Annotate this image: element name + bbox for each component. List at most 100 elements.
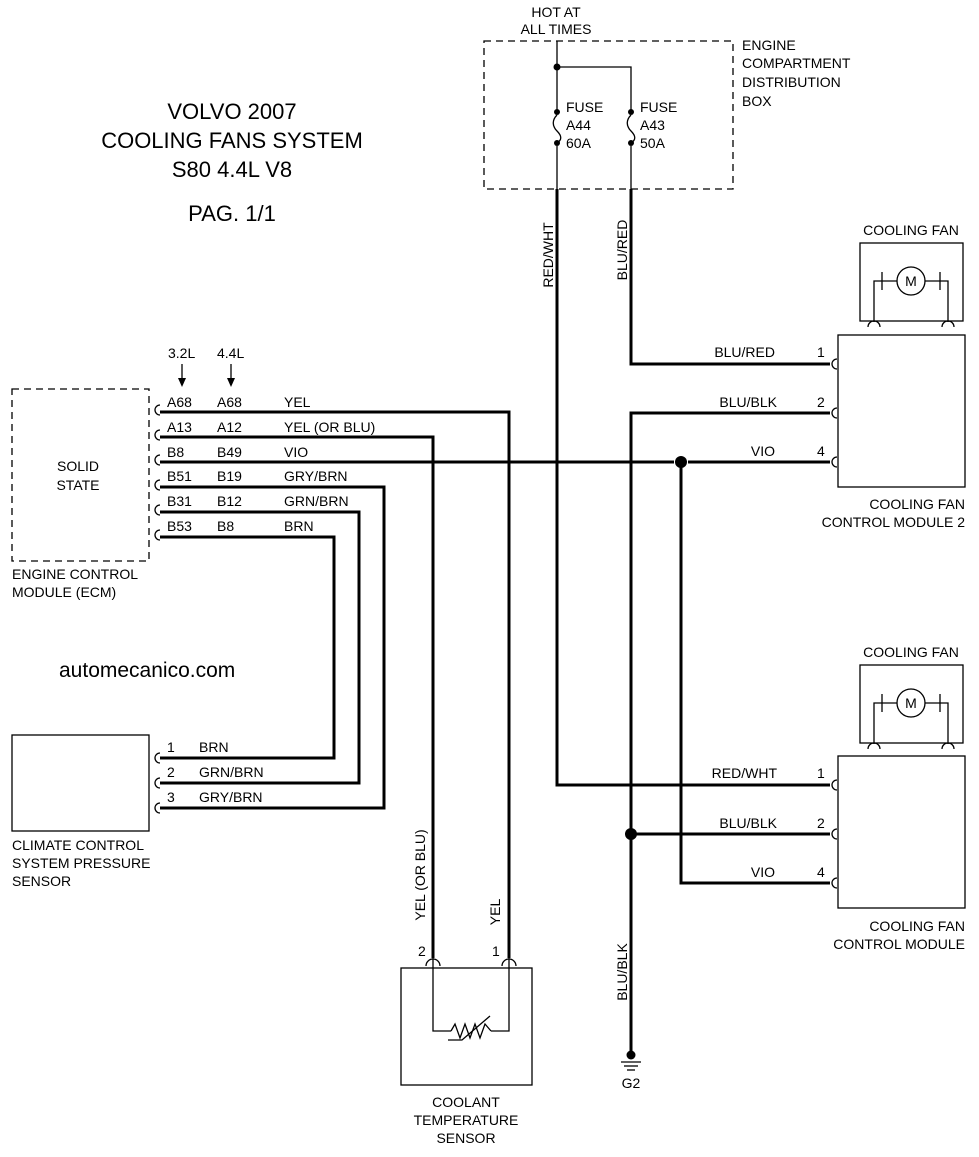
fuse-a43-symbol [626, 109, 636, 146]
pressure-sensor-pin: 2 [167, 764, 175, 780]
ground-point [626, 1050, 636, 1060]
ecm-inner-line-2: STATE [56, 477, 99, 493]
ecm-connector-hooks [154, 404, 161, 541]
ecm-pin-3-2l: B8 [167, 444, 184, 460]
fan-module-1-connector-hooks [831, 779, 838, 889]
pressure-sensor-name-line-3: SENSOR [12, 873, 71, 889]
title-line-2: COOLING FANS SYSTEM [101, 128, 363, 153]
fan-module-2-pin: 4 [817, 443, 825, 459]
arrow-3-2l [178, 364, 186, 387]
fan-module-2-wire-color: BLU/RED [714, 344, 775, 360]
ecm-wire-color: GRN/BRN [284, 493, 349, 509]
arrow-4-4l [227, 364, 235, 387]
fan-module-2-connector-hooks [831, 358, 838, 468]
distribution-box-outline [483, 40, 734, 190]
coolant-sensor-name-line-2: TEMPERATURE [414, 1112, 519, 1128]
cooling-fan-1-label: COOLING FAN [863, 644, 959, 660]
fuse-a44-label: FUSE [566, 99, 603, 115]
fan-module-1-name-line-1: COOLING FAN [869, 918, 965, 934]
fan-module-2-name-line-1: COOLING FAN [869, 496, 965, 512]
wire-grn-brn [160, 510, 361, 785]
pressure-sensor: 1 BRN 2 GRN/BRN 3 GRY/BRN CLIMATE CONTRO… [11, 734, 264, 889]
blu-blk-vertical-label: BLU/BLK [614, 943, 630, 1001]
fan-module-2-name-line-2: CONTROL MODULE 2 [822, 514, 966, 530]
fan-module-2-wire-color: VIO [751, 443, 775, 459]
pressure-sensor-name-line-2: SYSTEM PRESSURE [12, 855, 150, 871]
fuse-a44-symbol [552, 109, 562, 146]
pressure-sensor-pin: 3 [167, 789, 175, 805]
coolant-sensor-name-line-1: COOLANT [432, 1094, 500, 1110]
ecm-inner-line-1: SOLID [57, 458, 99, 474]
yel-vertical-label: YEL [487, 899, 503, 926]
title-block: VOLVO 2007 COOLING FANS SYSTEM S80 4.4L … [101, 99, 363, 226]
fan-module-1-wire-color: VIO [751, 864, 775, 880]
fuse-a44-id: A44 [566, 117, 591, 133]
fan-module-1-wire-color: RED/WHT [712, 765, 778, 781]
ground-label: G2 [622, 1075, 641, 1091]
watermark: automecanico.com [59, 659, 235, 682]
fuse-a43-id: A43 [640, 117, 665, 133]
hot-at-all-times-line-2: ALL TIMES [521, 21, 592, 37]
ecm: SOLID STATE ENGINE CONTROL MODULE (ECM) … [11, 345, 375, 600]
ecm-pin-4-4l: A68 [217, 394, 242, 410]
ecm-header-4-4l: 4.4L [217, 345, 244, 361]
box-label-line-1: ENGINE [742, 37, 796, 53]
fan-module-2-wire-color: BLU/BLK [719, 394, 777, 410]
ecm-pin-4-4l: B49 [217, 444, 242, 460]
ecm-pin-3-2l: B31 [167, 493, 192, 509]
cooling-fan-2-motor-letter: M [905, 273, 917, 289]
wire-vio [160, 456, 830, 885]
coolant-sensor: 2 1 COOLANT TEMPERATURE SENSOR [400, 943, 533, 1146]
ecm-wire-color: YEL (OR BLU) [284, 419, 375, 435]
pressure-sensor-connector-hooks [154, 752, 161, 814]
cooling-fan-1-motor-letter: M [905, 695, 917, 711]
vio-splice [675, 456, 687, 468]
ecm-pin-3-2l: A68 [167, 394, 192, 410]
pressure-sensor-name-line-1: CLIMATE CONTROL [12, 837, 144, 853]
bus-to-fuse-a43 [557, 66, 632, 112]
ecm-wire-color: VIO [284, 444, 308, 460]
fan-module-1-pin: 1 [817, 765, 825, 781]
box-label-line-3: DISTRIBUTION [742, 74, 841, 90]
ecm-pin-4-4l: A12 [217, 419, 242, 435]
pressure-sensor-wire-color: GRN/BRN [199, 764, 264, 780]
coolant-sensor-outline [400, 967, 533, 1086]
ecm-pin-3-2l: B51 [167, 468, 192, 484]
fuse-a43-label: FUSE [640, 99, 677, 115]
pressure-sensor-wire-color: BRN [199, 739, 229, 755]
blu-red-vertical-label: BLU/RED [614, 220, 630, 281]
fan-module-1-pin: 2 [817, 815, 825, 831]
ground-g2: G2 [621, 1050, 641, 1091]
pressure-sensor-pin: 1 [167, 739, 175, 755]
title-line-1: VOLVO 2007 [167, 99, 296, 124]
wire-yel: YEL [160, 410, 511, 958]
yel-or-blu-vertical-label: YEL (OR BLU) [412, 829, 428, 920]
ecm-pin-4-4l: B8 [217, 518, 234, 534]
cooling-fan-2-motor-symbol [867, 266, 955, 328]
coolant-sensor-pin-left: 2 [418, 943, 426, 959]
fan-module-1-pin: 4 [817, 864, 825, 880]
bus-junction [553, 63, 561, 71]
ecm-pin-4-4l: B12 [217, 493, 242, 509]
wire-blu-red: BLU/RED [614, 189, 830, 366]
wire-gry-brn [160, 485, 386, 810]
distribution-box: HOT AT ALL TIMES ENGINE COMPARTMENT DIST… [483, 4, 851, 190]
pressure-sensor-wire-color: GRY/BRN [199, 789, 263, 805]
coolant-sensor-name-line-3: SENSOR [436, 1130, 495, 1146]
fan-module-2-outline [837, 334, 966, 488]
ecm-wire-color: YEL [284, 394, 311, 410]
ecm-wire-color: BRN [284, 518, 314, 534]
ecm-wire-color: GRY/BRN [284, 468, 348, 484]
wire-brn [160, 535, 336, 760]
page-number: PAG. 1/1 [188, 201, 276, 226]
wire-yel-or-blu: YEL (OR BLU) [160, 435, 435, 958]
fuse-a44-rating: 60A [566, 135, 592, 151]
cooling-fan-2-label: COOLING FAN [863, 222, 959, 238]
fan-module-2-pin: 2 [817, 394, 825, 410]
fan-module-1-wire-color: BLU/BLK [719, 815, 777, 831]
fan-module-2-pin: 1 [817, 344, 825, 360]
hot-at-all-times-line-1: HOT AT [531, 4, 581, 20]
ecm-pin-3-2l: B53 [167, 518, 192, 534]
ecm-name-line-1: ENGINE CONTROL [12, 566, 138, 582]
